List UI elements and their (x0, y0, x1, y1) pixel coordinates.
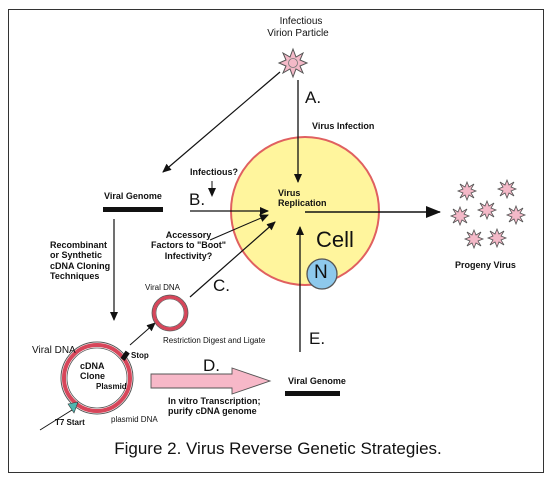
plasmid-label: Plasmid (96, 382, 127, 391)
viral-genome-bar-top (103, 207, 163, 212)
recombinant-label: Recombinant or Synthetic cDNA Cloning Te… (50, 240, 111, 282)
plasmid-dna-label: plasmid DNA (111, 415, 158, 424)
plasmid-diagram (60, 341, 134, 415)
infectious-virion-label: Infectious Virion Particle (267, 16, 329, 39)
arrow-t7-pointer (39, 409, 73, 431)
nucleus (306, 258, 338, 290)
arrow-accessory (209, 214, 269, 241)
t7-start-label: T7 Start (55, 418, 85, 427)
restriction-label: Restriction Digest and Ligate (163, 336, 266, 345)
step-c-label: C. (213, 276, 230, 295)
in-vitro-label: In vitro Transcription; purify cDNA geno… (168, 396, 261, 417)
viral-dna-ring (152, 295, 188, 331)
step-d-label: D. (203, 356, 220, 375)
progeny-virions-icon (449, 178, 527, 250)
transcription-arrow (150, 367, 272, 395)
step-b-label: B. (189, 190, 206, 209)
viral-genome-bar-bottom (285, 391, 340, 396)
viral-dna-left-label: Viral DNA (32, 345, 76, 356)
infectious-question-label: Infectious? (190, 167, 239, 177)
cdna-clone-label: cDNA Clone (80, 361, 106, 382)
viral-dna-small-label: Viral DNA (145, 283, 180, 292)
accessory-factors-label: Accessory Factors to "Boot" Infectivity? (151, 230, 227, 261)
virion-icon (277, 47, 309, 79)
virus-infection-label: Virus Infection (312, 121, 375, 131)
viral-genome-top-label: Viral Genome (104, 191, 162, 201)
stop-label: Stop (131, 351, 149, 360)
arrow-virion-to-genome (162, 71, 281, 173)
arrow-viral-dna-c (189, 221, 276, 298)
virus-replication-label: Virus Replication (278, 188, 327, 209)
viral-genome-bottom-label: Viral Genome (288, 376, 346, 386)
step-a-label: A. (305, 88, 322, 107)
progeny-virus-label: Progeny Virus (455, 260, 516, 270)
step-e-label: E. (309, 329, 326, 348)
arrow-clone-to-dna (129, 322, 156, 346)
figure-caption: Figure 2. Virus Reverse Genetic Strategi… (114, 439, 442, 458)
cell-label: Cell (316, 227, 354, 252)
nucleus-label: N (314, 262, 328, 283)
